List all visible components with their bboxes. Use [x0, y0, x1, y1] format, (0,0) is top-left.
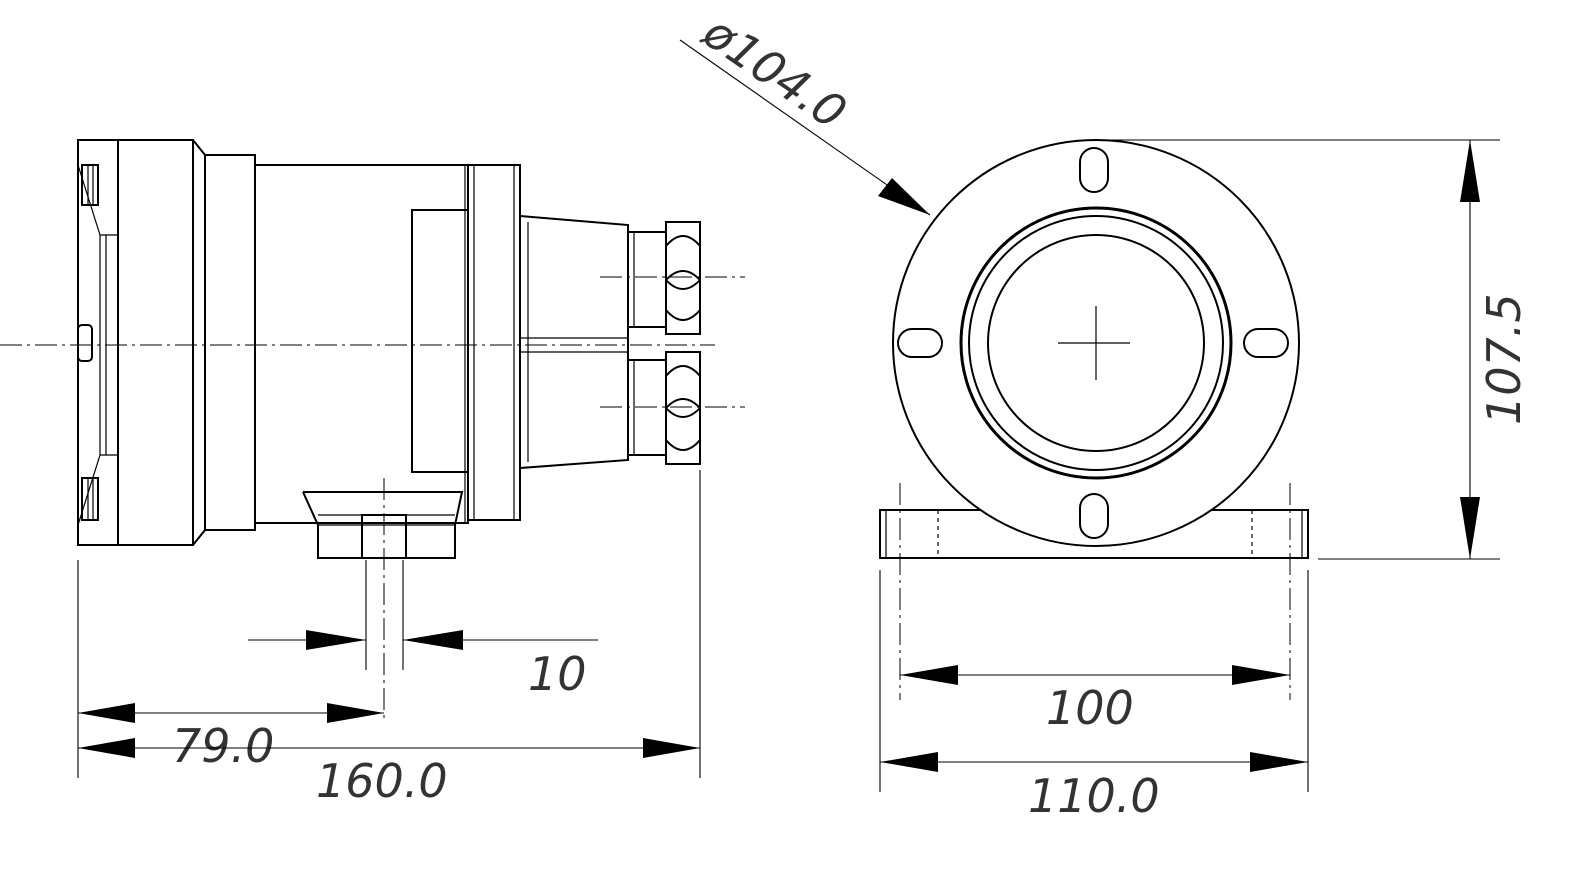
- dim-base-width: 110.0: [1028, 769, 1160, 823]
- side-view: [0, 139, 745, 720]
- rear-cap-center-hole: [77, 324, 93, 362]
- connector-housing: [519, 214, 629, 470]
- flange-bore-outer: [968, 215, 1224, 471]
- side-view-dimensions: 10 79.0 160.0: [77, 470, 701, 808]
- dim-hole-spacing: 100: [1046, 681, 1134, 735]
- rear-cap-screw-bottom: [81, 477, 99, 521]
- front-view: [879, 139, 1309, 700]
- mounting-slot-right: [1243, 328, 1289, 358]
- dim-port-offset: 79.0: [172, 719, 274, 773]
- dim-port-width: 10: [528, 647, 587, 701]
- body-main: [254, 164, 469, 524]
- mounting-slot-top: [1079, 147, 1109, 193]
- rear-cap-chamfer: [77, 164, 101, 526]
- dim-overall-height: 107.5: [1477, 293, 1531, 425]
- dim-flange-diameter: ø104.0: [693, 4, 856, 140]
- body-ring-2: [204, 154, 256, 531]
- rear-cap-screw-top: [81, 164, 99, 206]
- mounting-slot-bottom: [1079, 493, 1109, 539]
- connector-top-nut: [665, 221, 701, 335]
- body-ring-1: [117, 139, 194, 546]
- body-label-plate: [411, 209, 469, 473]
- mounting-slot-left: [897, 328, 943, 358]
- flange-bore: [987, 234, 1205, 452]
- dim-overall-length: 160.0: [316, 754, 448, 808]
- connector-bottom-nut: [665, 351, 701, 465]
- flange-inner-ring: [959, 206, 1233, 480]
- flange-side: [467, 164, 521, 521]
